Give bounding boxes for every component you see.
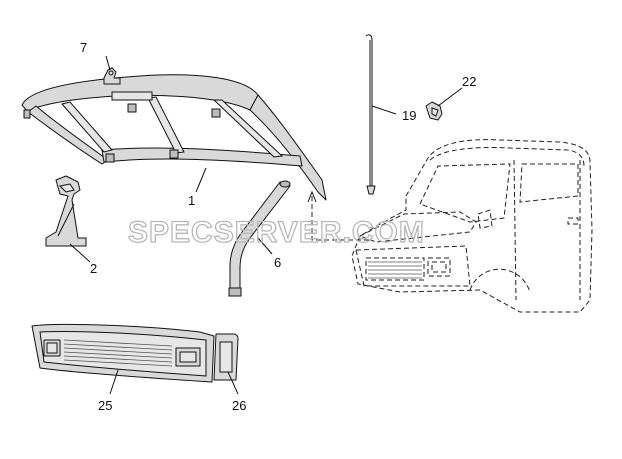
grille-slats (63, 339, 173, 367)
watermark-text: SPECSERVER.COM (128, 216, 425, 249)
callout-1: 1 (188, 193, 195, 208)
callout-22: 22 (462, 74, 476, 89)
part-hinge (45, 175, 87, 247)
callout-numbers: 7 1 2 6 19 22 25 26 (80, 40, 476, 413)
part-grille (31, 323, 215, 383)
part-latch (103, 67, 121, 85)
callout-6: 6 (274, 255, 281, 270)
part-hood (21, 74, 327, 201)
cab-phantom (307, 139, 593, 313)
callout-2: 2 (90, 261, 97, 276)
part-rod (365, 34, 376, 195)
callout-7: 7 (80, 40, 87, 55)
callout-25: 25 (98, 398, 112, 413)
cab-grille (365, 257, 425, 281)
callout-26: 26 (232, 398, 246, 413)
callout-19: 19 (402, 108, 416, 123)
leader-lines (69, 55, 463, 395)
part-side-cover (213, 333, 239, 381)
part-clip (425, 101, 443, 121)
part-strut (228, 180, 291, 297)
